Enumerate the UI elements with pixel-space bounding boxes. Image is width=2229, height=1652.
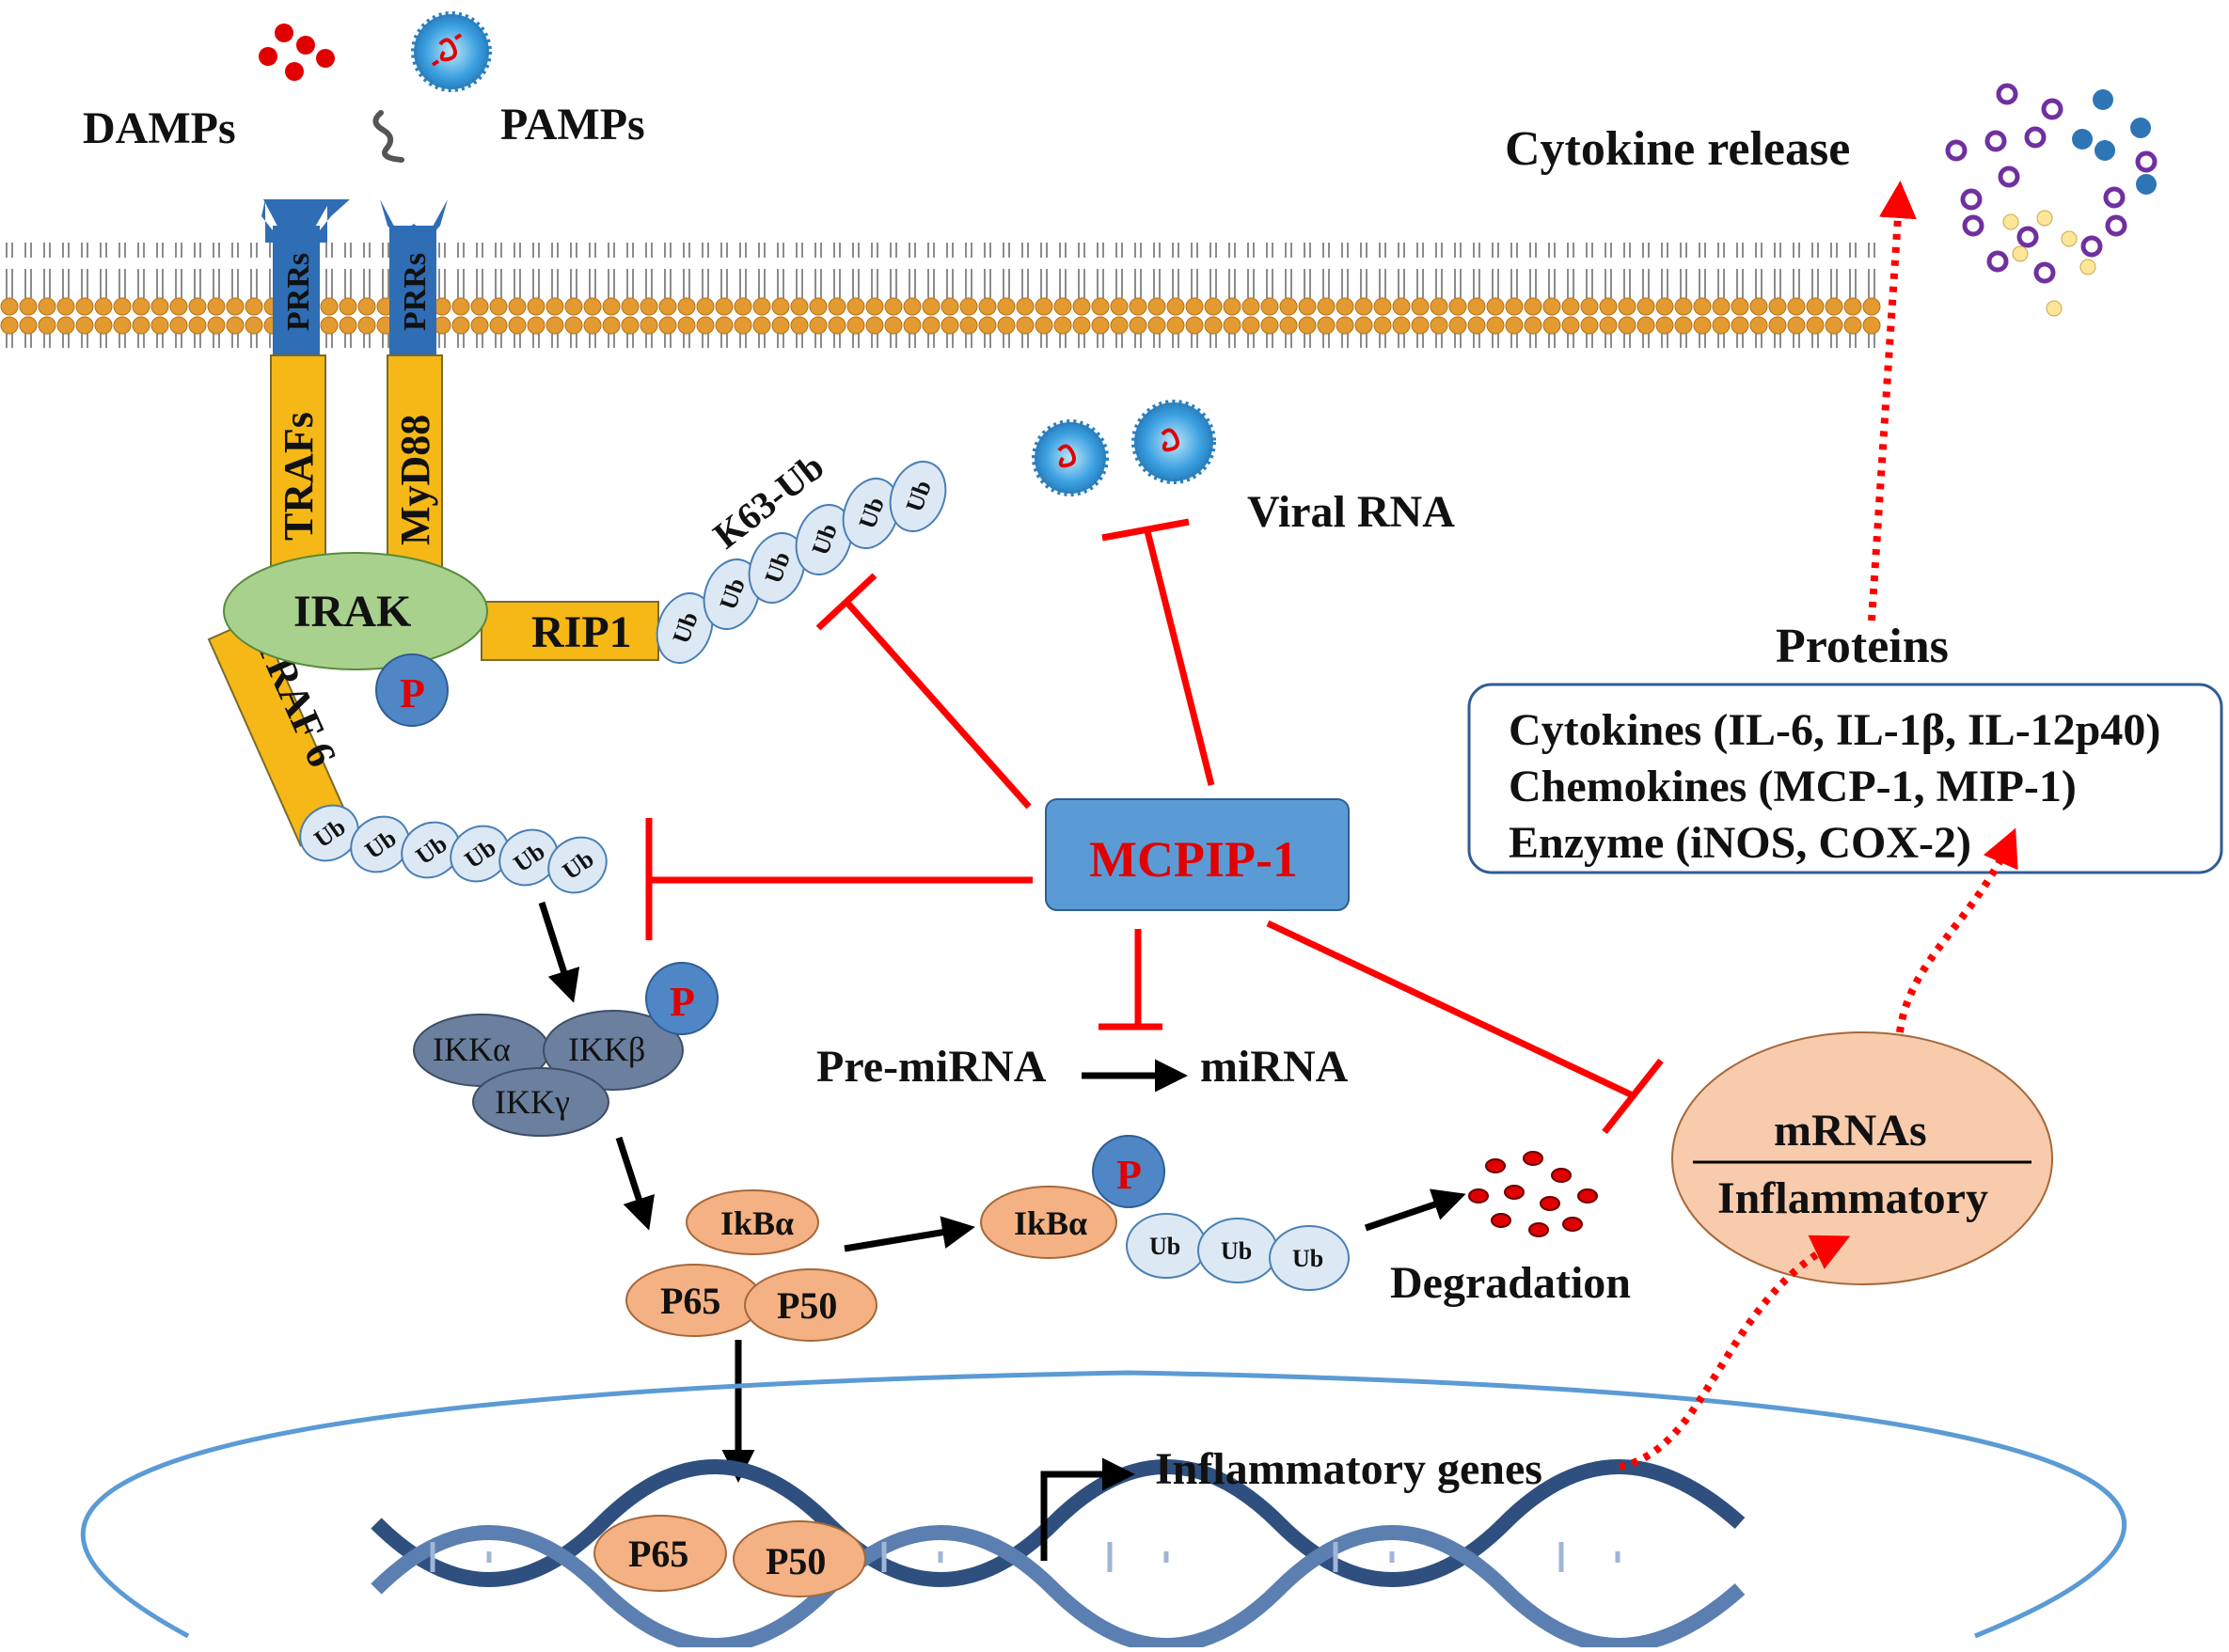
- signal-arrows: [538, 901, 1466, 1483]
- svg-text:RIP1: RIP1: [531, 607, 632, 657]
- protein-item-2: Chemokines (MCP-1, MIP-1): [1509, 762, 2077, 811]
- viral-rna-label: Viral RNA: [1247, 487, 1455, 537]
- transcription-start-arrow: [1040, 1457, 1135, 1561]
- prr-label-right: PRRs: [398, 253, 433, 331]
- inhibit-k63ub: [844, 599, 1032, 810]
- nucleus-envelope: [80, 1370, 2127, 1639]
- worm-ligand-icon: [372, 110, 404, 163]
- inhibit-viral-rna: [1144, 530, 1215, 786]
- degradation-fragments: [1468, 1151, 1598, 1237]
- ikba-label-1: IkBα: [720, 1204, 794, 1242]
- irak-phospho: P: [375, 653, 449, 727]
- svg-text:P: P: [670, 979, 695, 1025]
- phospho-ikba: IkBα P: [980, 1135, 1165, 1259]
- damp-dots: [259, 24, 335, 81]
- irak-node: IRAK: [223, 552, 488, 670]
- traf6-ub-chain: Ub Ub Ub Ub Ub Ub: [299, 804, 608, 894]
- cytokine-cloud: [1945, 83, 2158, 317]
- prr-label-left: PRRs: [281, 253, 316, 331]
- mcpip1-node: MCPIP-1: [1045, 798, 1350, 911]
- proteins-box: Cytokines (IL-6, IL-1β, IL-12p40) Chemok…: [1467, 683, 2223, 874]
- ikba-ub-chain: Ub Ub Ub: [1126, 1213, 1350, 1291]
- viral-particle-icon-2: [1131, 400, 1216, 484]
- protein-item-1: Cytokines (IL-6, IL-1β, IL-12p40): [1509, 705, 2160, 755]
- proteins-label: Proteins: [1776, 620, 1949, 673]
- degradation-label: Degradation: [1390, 1258, 1631, 1308]
- protein-item-3: Enzyme (iNOS, COX-2): [1509, 818, 1971, 868]
- prr-receptor-left: PRRs: [261, 199, 350, 355]
- ikk-complex: IKKα IKKβ IKKγ: [413, 1010, 684, 1137]
- prr-receptor-right: PRRs: [380, 199, 448, 355]
- svg-text:TRAFs: TRAFs: [276, 412, 322, 541]
- rip1-box: RIP1: [481, 601, 659, 661]
- svg-text:MyD88: MyD88: [392, 415, 438, 545]
- k63-ub-chain: Ub Ub Ub Ub Ub Ub: [656, 461, 947, 664]
- svg-text:Ub: Ub: [1149, 1233, 1180, 1260]
- trafs-adaptor: TRAFs: [270, 354, 326, 582]
- pamps-label: PAMPs: [500, 100, 645, 149]
- p65-label-2: P65: [628, 1533, 688, 1575]
- nuclear-nfkb: P65 P50: [593, 1515, 866, 1597]
- ikba-nfkb-complex: IkBα P65 P50: [625, 1189, 877, 1342]
- dotted-flow-arrows: [1619, 181, 2018, 1471]
- svg-text:Ub: Ub: [1292, 1245, 1323, 1272]
- pamp-virus-icon: [411, 11, 492, 92]
- ikkg-label: IKKγ: [495, 1083, 570, 1121]
- cytokine-release-label: Cytokine release: [1505, 122, 1850, 176]
- ikkb-label: IKKβ: [568, 1031, 645, 1068]
- svg-text:P: P: [400, 670, 425, 716]
- svg-text:MCPIP-1: MCPIP-1: [1089, 831, 1298, 888]
- mrna-node: mRNAs Inflammatory: [1671, 1031, 2053, 1285]
- svg-text:IRAK: IRAK: [293, 587, 411, 637]
- myd88-adaptor: MyD88: [387, 354, 443, 582]
- p50-label-1: P50: [777, 1284, 837, 1327]
- ikka-label: IKKα: [433, 1031, 511, 1068]
- mrnas-label: mRNAs: [1774, 1106, 1927, 1156]
- p65-label-1: P65: [660, 1280, 720, 1322]
- inhibition-lines: [645, 518, 1664, 1135]
- viral-particle-icon-1: [1032, 419, 1109, 496]
- inhibit-mrna: [1266, 920, 1636, 1100]
- damps-label: DAMPs: [83, 103, 236, 153]
- svg-text:P: P: [1116, 1152, 1142, 1198]
- ikk-phospho: P: [645, 962, 719, 1035]
- mirna-label: miRNA: [1200, 1042, 1349, 1092]
- svg-text:IkBα: IkBα: [1014, 1204, 1087, 1242]
- inflammatory-genes-label: Inflammatory genes: [1155, 1444, 1542, 1494]
- pre-mirna-label: Pre-miRNA: [816, 1042, 1047, 1092]
- p50-label-2: P50: [766, 1540, 826, 1582]
- inflammatory-label: Inflammatory: [1717, 1173, 1988, 1223]
- svg-text:Ub: Ub: [1221, 1237, 1252, 1265]
